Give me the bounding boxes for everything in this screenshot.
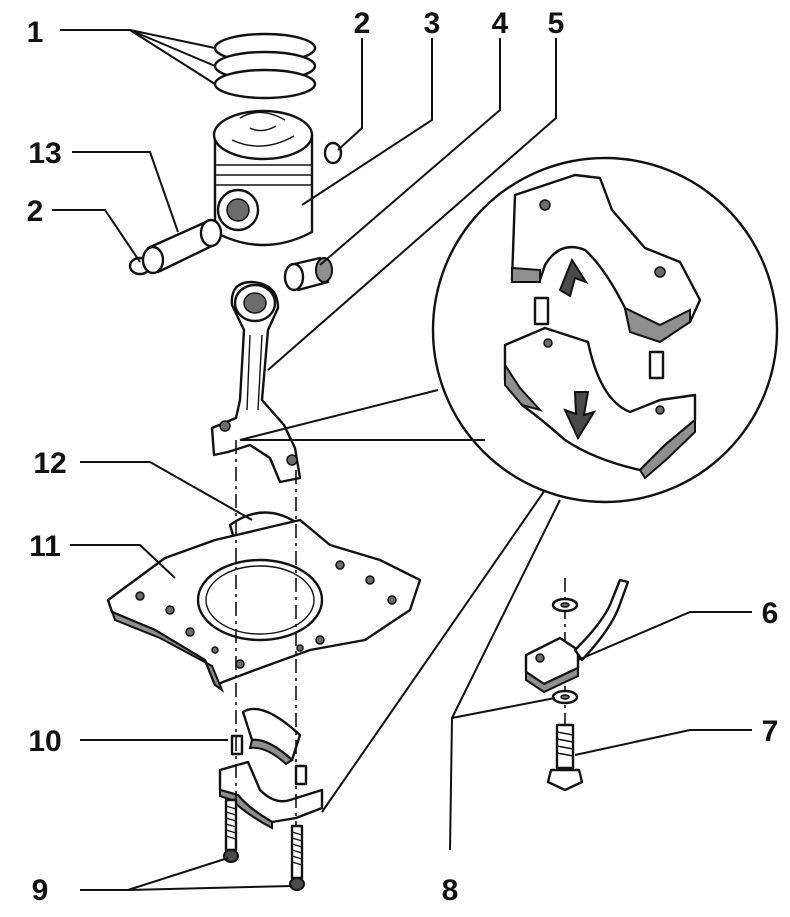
piston [212, 109, 314, 247]
callout-4: 4 [492, 7, 509, 40]
small-end-bushing [283, 256, 333, 292]
detail-magnifier [239, 156, 779, 504]
callout-8: 8 [442, 874, 459, 907]
circlip-right [323, 141, 343, 165]
leader-lines [52, 29, 752, 891]
callout-10: 10 [28, 725, 61, 758]
callout-13: 13 [28, 137, 61, 170]
callout-7: 7 [762, 715, 779, 748]
sealing-washers [551, 597, 579, 705]
callout-9: 9 [32, 874, 49, 907]
piston-rings [213, 32, 317, 100]
callout-numbers: 1 2 3 4 5 13 2 12 11 6 7 10 9 8 [27, 7, 779, 907]
piston-pin [141, 218, 223, 275]
callout-5: 5 [548, 7, 565, 40]
callout-6: 6 [762, 597, 779, 630]
connecting-rod-bolts [223, 798, 305, 891]
crankcase-gasket [106, 518, 422, 693]
callout-2-left: 2 [27, 195, 44, 228]
callout-1: 1 [27, 16, 44, 49]
callout-2-top: 2 [354, 7, 371, 40]
callout-3: 3 [424, 7, 441, 40]
callout-11: 11 [29, 530, 61, 563]
banjo-bolt [546, 723, 584, 792]
oil-spray-nozzle [524, 578, 630, 694]
callout-12: 12 [33, 447, 66, 480]
lower-bearing-shell [241, 707, 302, 766]
connecting-rod [210, 280, 302, 484]
